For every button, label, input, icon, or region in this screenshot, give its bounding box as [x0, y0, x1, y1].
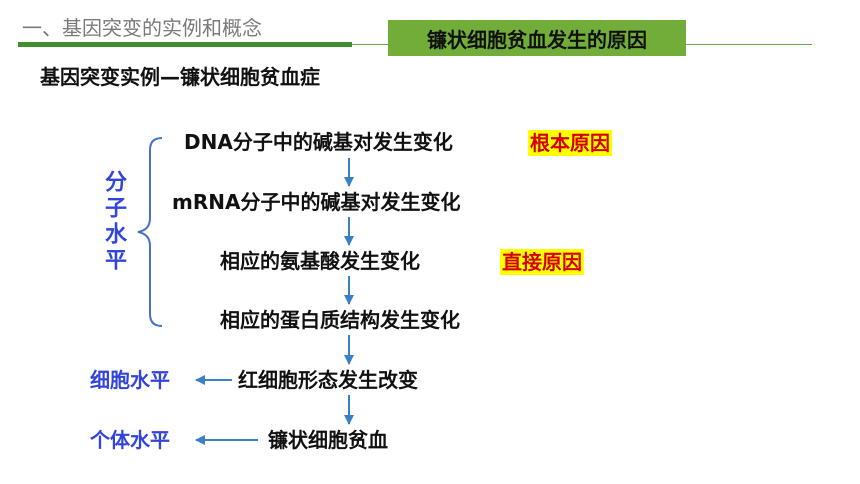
molecular-level-bracket	[137, 137, 163, 327]
step-red-cell-shape: 红细胞形态发生改变	[238, 368, 418, 392]
level-cellular-label: 细胞水平	[90, 368, 170, 392]
level-individual-label: 个体水平	[90, 428, 170, 452]
step-protein-change: 相应的蛋白质结构发生变化	[220, 308, 460, 332]
root-cause-label: 根本原因	[528, 130, 612, 156]
direct-cause-label: 直接原因	[500, 249, 584, 275]
slide-subtitle: 基因突变实例—镰状细胞贫血症	[40, 65, 320, 89]
step-sickle-anemia: 镰状细胞贫血	[268, 428, 388, 452]
level-molecular-label: 分子水平	[101, 170, 126, 274]
topic-badge: 镰状细胞贫血发生的原因	[388, 20, 686, 56]
step-mrna-change: mRNA分子中的碱基对发生变化	[172, 190, 461, 214]
header-bar	[18, 42, 352, 47]
step-dna-change: DNA分子中的碱基对发生变化	[184, 130, 453, 154]
section-title: 一、基因突变的实例和概念	[22, 16, 262, 40]
step-amino-acid-change: 相应的氨基酸发生变化	[220, 249, 420, 273]
